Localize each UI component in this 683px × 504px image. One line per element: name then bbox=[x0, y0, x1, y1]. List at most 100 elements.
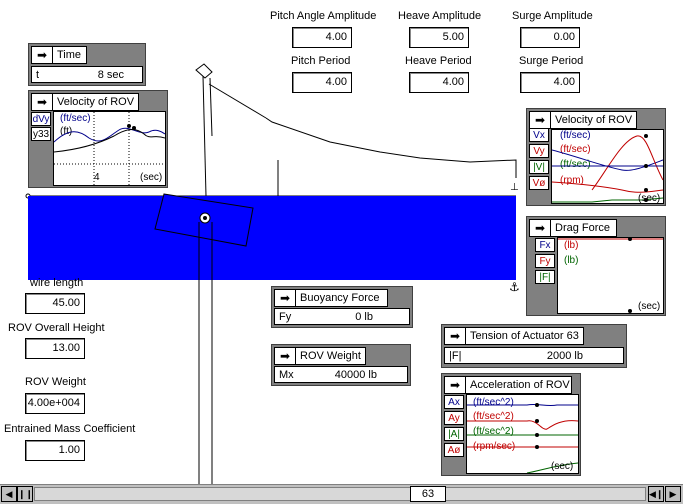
rov-weight-readout: Mx 40000 lb bbox=[274, 366, 408, 383]
heave-period-field[interactable]: 4.00 bbox=[409, 72, 469, 93]
pitch-amplitude-label: Pitch Angle Amplitude bbox=[270, 10, 377, 22]
pitch-amplitude-field[interactable]: 4.00 bbox=[292, 27, 352, 48]
drag-force-title[interactable]: ➡Drag Force bbox=[529, 219, 617, 237]
unit-amag: (ft/sec^2) bbox=[473, 426, 514, 437]
unit-ay: (ft/sec^2) bbox=[473, 411, 514, 422]
unit-fx: (lb) bbox=[564, 240, 579, 251]
pause-button[interactable]: ❙❙ bbox=[17, 486, 33, 502]
chip-fy[interactable]: Fy bbox=[535, 254, 555, 268]
chip-ax[interactable]: Ax bbox=[444, 395, 464, 409]
wire-length-label: wire length bbox=[30, 277, 84, 289]
arrow-right-icon: ➡ bbox=[32, 47, 53, 63]
arrow-right-icon: ➡ bbox=[530, 112, 551, 128]
chip-fx[interactable]: Fx bbox=[535, 238, 555, 252]
buoyancy-force-panel: ➡Buoyancy Force Fy 0 lb bbox=[271, 286, 413, 328]
frame-scrollbar: ◀ ❙❙ 63 ◀❙ ▶ bbox=[0, 484, 683, 504]
time-value: 8 sec bbox=[97, 69, 124, 81]
unit-fy: (lb) bbox=[564, 255, 579, 266]
tension-var: |F| bbox=[449, 350, 462, 362]
wire-length-field[interactable]: 45.00 bbox=[25, 293, 85, 314]
unit-vmag: (ft/sec) bbox=[560, 159, 591, 170]
rov-weight-var: Mx bbox=[279, 369, 294, 381]
rov-weight-value: 40000 lb bbox=[334, 369, 377, 381]
unit-ft-sec: (ft/sec) bbox=[60, 113, 91, 124]
step-back-button[interactable]: ◀ bbox=[1, 486, 17, 502]
buoyancy-force-title[interactable]: ➡Buoyancy Force bbox=[274, 289, 388, 307]
mass-coefficient-label: Entrained Mass Coefficient bbox=[4, 423, 136, 435]
tension-readout: |F| 2000 lb bbox=[444, 347, 624, 364]
arrow-right-icon: ➡ bbox=[530, 220, 551, 236]
unit-ft: (ft) bbox=[60, 126, 73, 137]
velocity-right-curves bbox=[552, 134, 663, 203]
unit-vx: (ft/sec) bbox=[560, 130, 591, 141]
chip-vy[interactable]: Vy bbox=[529, 144, 549, 158]
crane-tip bbox=[195, 63, 213, 79]
heave-period-label: Heave Period bbox=[405, 55, 472, 67]
drag-force-curves bbox=[558, 238, 663, 313]
rov-hook-center bbox=[203, 216, 207, 220]
time-readout: t 8 sec bbox=[31, 66, 143, 83]
velocity-rov-right-panel: ➡Velocity of ROV Vx Vy |V| Vø (ft/sec) (… bbox=[526, 108, 666, 206]
velocity-rov-left-panel: ➡Velocity of ROV dVy y33 (ft/sec) (ft) 4… bbox=[28, 90, 168, 188]
x-unit: (sec) bbox=[140, 172, 163, 183]
x-value: 4 bbox=[94, 172, 100, 183]
arrow-right-icon: ➡ bbox=[445, 377, 466, 393]
arrow-right-icon: ➡ bbox=[445, 328, 466, 344]
surge-amplitude-label: Surge Amplitude bbox=[512, 10, 593, 22]
time-panel-title[interactable]: ➡Time bbox=[31, 46, 87, 64]
velocity-rov-right-title[interactable]: ➡Velocity of ROV bbox=[529, 111, 637, 129]
x-unit: (sec) bbox=[638, 193, 661, 204]
rov-weight-title[interactable]: ➡ROV Weight bbox=[274, 347, 366, 365]
tension-value: 2000 lb bbox=[546, 350, 583, 362]
play-button[interactable]: ▶ bbox=[665, 486, 681, 502]
anchor-icon: ⚓ bbox=[509, 280, 520, 294]
rov-weight-panel: ➡ROV Weight Mx 40000 lb bbox=[271, 344, 411, 386]
acceleration-plot: (ft/sec^2) (ft/sec^2) (ft/sec^2) (rpm/se… bbox=[466, 394, 579, 474]
frame-thumb[interactable]: 63 bbox=[410, 486, 446, 502]
surge-period-label: Surge Period bbox=[519, 55, 584, 67]
chip-aphi[interactable]: Aø bbox=[444, 443, 464, 457]
acceleration-title[interactable]: ➡Acceleration of ROV bbox=[444, 376, 572, 394]
surge-amplitude-field[interactable]: 0.00 bbox=[520, 27, 580, 48]
chip-ay[interactable]: Ay bbox=[444, 411, 464, 425]
frame-track[interactable] bbox=[34, 487, 646, 501]
simulation-scene: ⚓ ⊥ bbox=[25, 63, 520, 484]
x-unit: (sec) bbox=[551, 461, 574, 472]
water-body bbox=[28, 196, 516, 280]
buoyancy-readout: Fy 0 lb bbox=[274, 308, 410, 325]
pitch-period-field[interactable]: 4.00 bbox=[292, 72, 352, 93]
unit-vy: (ft/sec) bbox=[560, 144, 591, 155]
unit-vphi: (rpm) bbox=[560, 175, 584, 186]
drag-force-panel: ➡Drag Force Fx Fy |F| (lb) (lb) (sec) bbox=[526, 216, 666, 316]
step-forward-button[interactable]: ◀❙ bbox=[648, 486, 664, 502]
rov-weight-label: ROV Weight bbox=[25, 376, 86, 388]
crane-mast-right bbox=[209, 77, 213, 137]
unit-ax: (ft/sec^2) bbox=[473, 397, 514, 408]
rov-weight-field[interactable]: 4.00e+004 bbox=[25, 393, 85, 414]
mass-coefficient-field[interactable]: 1.00 bbox=[25, 440, 85, 461]
chip-vphi[interactable]: Vø bbox=[529, 176, 549, 190]
chip-vmag[interactable]: |V| bbox=[529, 160, 549, 174]
surge-period-field[interactable]: 4.00 bbox=[520, 72, 580, 93]
heave-amplitude-label: Heave Amplitude bbox=[398, 10, 482, 22]
chip-vx[interactable]: Vx bbox=[529, 128, 549, 142]
chip-amag[interactable]: |A| bbox=[444, 427, 464, 441]
overall-height-label: ROV Overall Height bbox=[8, 322, 105, 334]
heave-amplitude-field[interactable]: 5.00 bbox=[409, 27, 469, 48]
tension-title[interactable]: ➡Tension of Actuator 63 bbox=[444, 327, 584, 345]
acceleration-panel: ➡Acceleration of ROV Ax Ay |A| Aø (ft/se… bbox=[441, 373, 581, 476]
overall-height-field[interactable]: 13.00 bbox=[25, 338, 85, 359]
time-panel: ➡Time t 8 sec bbox=[28, 43, 146, 86]
chip-fmag[interactable]: |F| bbox=[535, 270, 555, 284]
velocity-left-curves bbox=[54, 112, 165, 185]
tension-panel: ➡Tension of Actuator 63 |F| 2000 lb bbox=[441, 324, 627, 368]
velocity-rov-left-title[interactable]: ➡Velocity of ROV bbox=[31, 93, 139, 111]
crane-mast-left bbox=[202, 75, 207, 197]
marker-icon: ⊥ bbox=[510, 182, 519, 193]
chip-y33[interactable]: y33 bbox=[31, 127, 51, 141]
pitch-period-label: Pitch Period bbox=[291, 55, 351, 67]
arrow-right-icon: ➡ bbox=[275, 290, 296, 306]
acceleration-curves bbox=[467, 403, 578, 473]
chip-dvy[interactable]: dVy bbox=[31, 112, 51, 126]
velocity-rov-right-plot: (ft/sec) (ft/sec) (ft/sec) (rpm) (sec) bbox=[551, 129, 664, 204]
